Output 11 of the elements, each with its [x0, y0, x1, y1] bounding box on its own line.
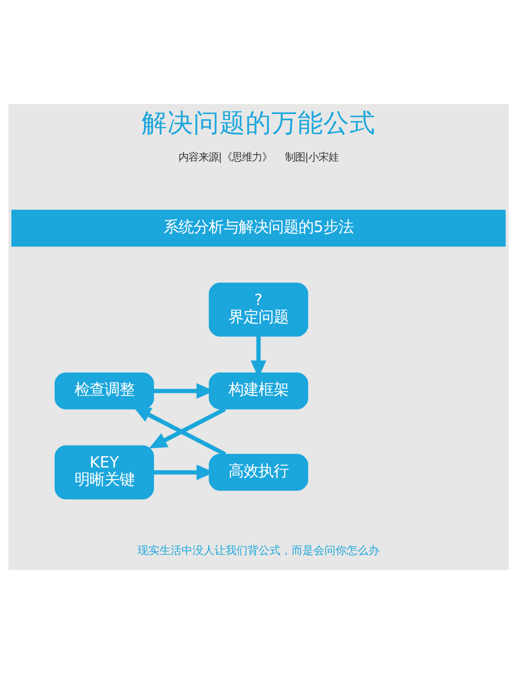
node-box: 高效执行: [208, 454, 308, 491]
arrow: [149, 407, 226, 448]
node-box: 构建框架: [208, 372, 308, 410]
caption: 现实生活中没人让我们背公式，而是会问你怎么办: [138, 544, 380, 558]
node-box: 系统分析与解决问题的5步法: [11, 210, 506, 247]
label: 内容来源|《思维力》 制图|小宋娃: [178, 152, 338, 164]
node-box: 检查调整: [54, 372, 154, 410]
arrow: [133, 406, 226, 456]
node-box: KEY 明晰关键: [54, 445, 154, 500]
diagram-title: 解决问题的万能公式: [142, 108, 376, 138]
node-box: ? 界定问题: [208, 282, 308, 337]
